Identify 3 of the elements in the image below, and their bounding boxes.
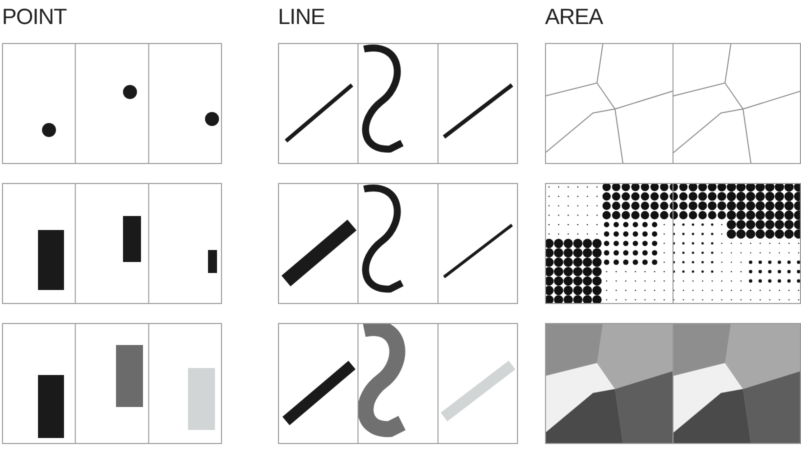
section-heading: AREA [545,6,603,28]
section-heading: POINT [2,6,66,28]
section-heading: LINE [278,6,325,28]
